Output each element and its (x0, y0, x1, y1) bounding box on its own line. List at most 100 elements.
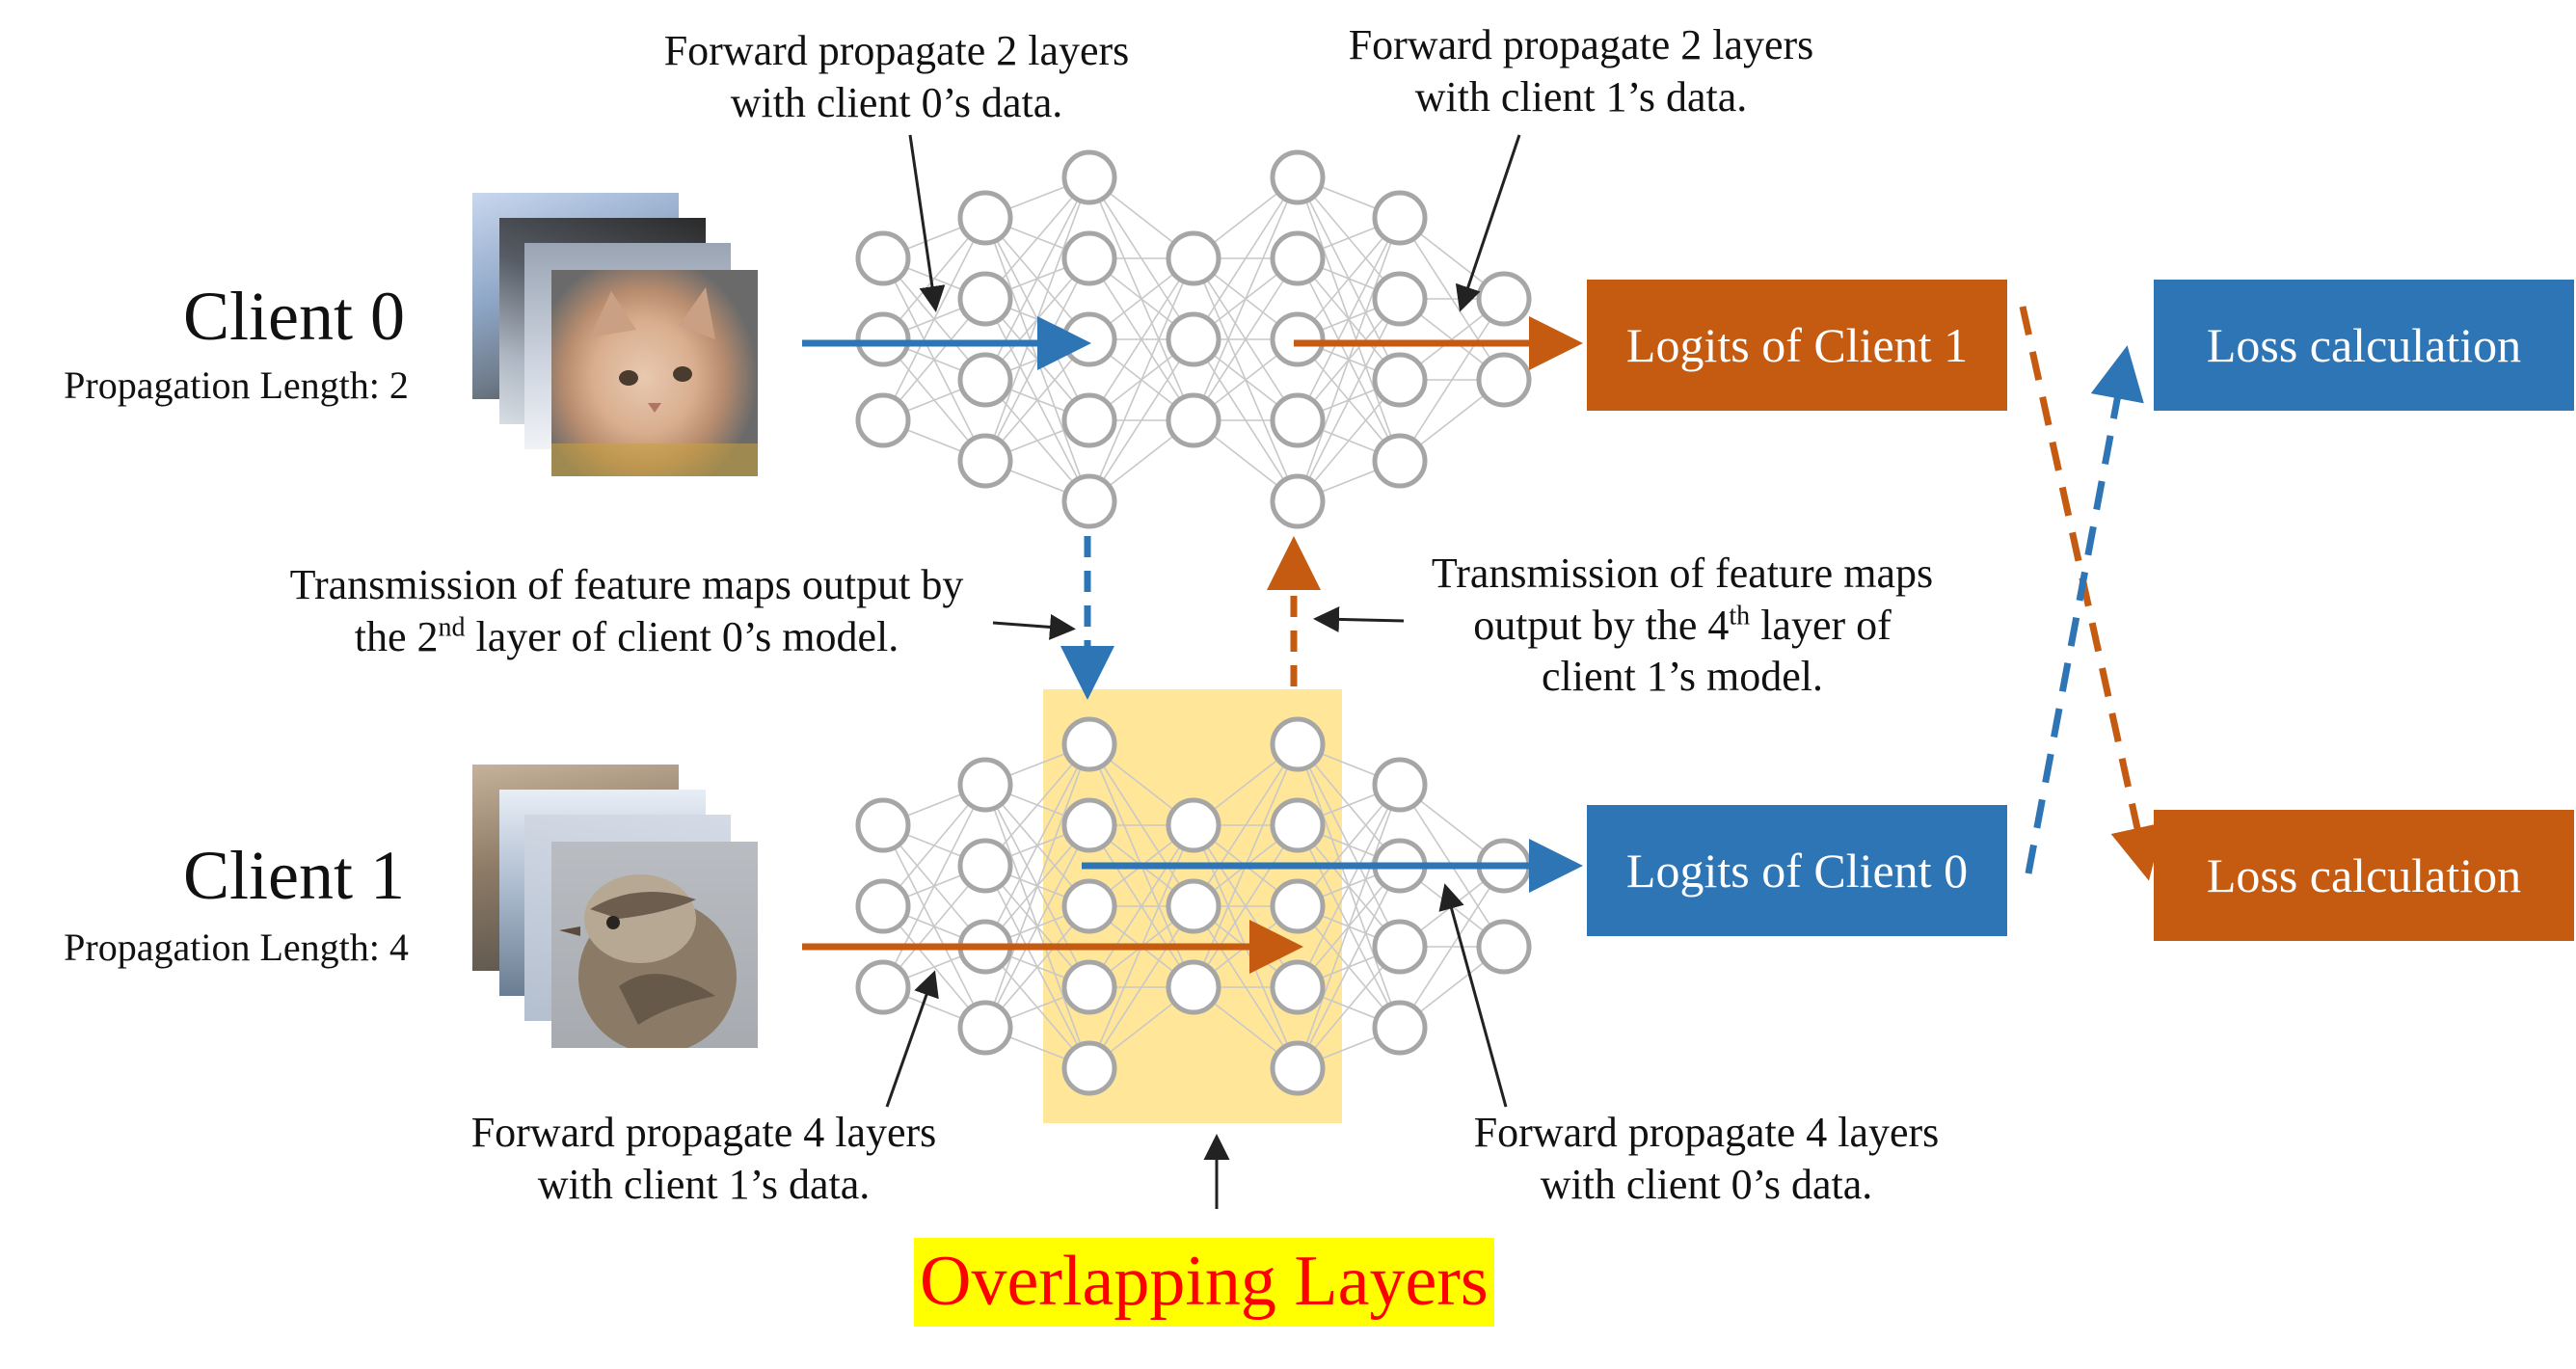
top-network-node-layer7-2 (1476, 352, 1532, 408)
annotation-bottom-right-line1: Forward propagate 4 layers (1473, 1109, 1940, 1156)
top-network-nodes (855, 149, 1532, 529)
annotation-transmission-right-line2: output by the 4th layer of (1350, 600, 2015, 652)
annotation-transmission-right-superscript: th (1729, 601, 1751, 631)
top-network-node-layer6-3 (1372, 352, 1428, 408)
bottom-network-node-layer5-4 (1270, 959, 1326, 1015)
pointer-transmission-left (992, 613, 1076, 640)
top-network-node-layer7-1 (1476, 271, 1532, 327)
bottom-network-connection (1193, 743, 1299, 907)
bottom-network-node-layer6-4 (1372, 1000, 1428, 1056)
top-network-node-layer6-2 (1372, 271, 1428, 327)
logits0-to-loss-top-arrow (2025, 345, 2144, 874)
bottom-network-node-layer4-2 (1166, 878, 1221, 934)
client1-propagation-length: Propagation Length: 4 (64, 926, 409, 969)
annotation-bottom-right-line2: with client 0’s data. (1540, 1160, 1873, 1208)
bottom-network-node-layer2-2 (957, 838, 1013, 894)
top-network-node-layer2-3 (957, 352, 1013, 408)
annotation-transmission-right-line3: client 1’s model. (1541, 653, 1824, 701)
bottom-network-connection (984, 743, 1090, 948)
pointer-bottom-left (885, 970, 939, 1108)
annotation-bottom-left: Forward propagate 4 layers with client 1… (405, 1107, 1003, 1210)
bottom-network-connection (1193, 824, 1299, 988)
bottom-network-connection (1088, 824, 1194, 988)
client0-propagation-length: Propagation Length: 2 (64, 363, 409, 407)
annotation-bottom-right: Forward propagate 4 layers with client 0… (1408, 1107, 2005, 1210)
top-network-connection (1088, 338, 1194, 502)
pointer-transmission-right (1313, 605, 1405, 632)
annotation-transmission-right-line1: Transmission of feature maps (1431, 550, 1934, 597)
bottom-network-connection (882, 784, 986, 988)
bottom-network-node-layer3-3 (1061, 878, 1117, 934)
bottom-network-node-layer4-3 (1166, 959, 1221, 1015)
bottom-network-node-layer6-3 (1372, 919, 1428, 975)
bird-photo-icon (551, 842, 758, 1048)
top-network-node-layer3-2 (1061, 230, 1117, 286)
logits-client1-box: Logits of Client 1 (1587, 280, 2007, 411)
annotation-transmission-left: Transmission of feature maps output by t… (222, 559, 1032, 662)
pointer-top-left (908, 134, 946, 312)
top-network-node-layer1-1 (855, 230, 911, 286)
bottom-network-connection (1297, 784, 1401, 1069)
top-network-node-layer3-3 (1061, 311, 1117, 367)
bottom-network-connection (1399, 865, 1505, 1029)
client1-image-stack (472, 765, 762, 1054)
top-network-node-layer2-4 (957, 433, 1013, 489)
top-network-connection (1088, 257, 1194, 421)
annotation-transmission-right: Transmission of feature maps output by t… (1350, 548, 2015, 703)
annotation-transmission-left-line2-a: the 2 (354, 612, 439, 660)
pointer-top-right (1455, 134, 1521, 312)
annotation-top-right-line2: with client 1’s data. (1414, 72, 1748, 121)
top-network-connection (882, 217, 986, 421)
top-network-connection (1088, 257, 1194, 502)
bottom-network-connection (1088, 905, 1194, 1069)
annotation-bottom-left-line1: Forward propagate 4 layers (470, 1109, 937, 1156)
logits-client0-box: Logits of Client 0 (1587, 805, 2007, 936)
top-network-connection (1399, 298, 1505, 462)
top-network-node-layer3-5 (1061, 473, 1117, 529)
top-network-node-layer6-1 (1372, 190, 1428, 246)
bottom-network-node-layer2-4 (957, 1000, 1013, 1056)
top-network-connection (1193, 176, 1299, 340)
bottom-network-node-layer3-4 (1061, 959, 1117, 1015)
annotation-top-right-line1: Forward propagate 2 layers (1348, 21, 1814, 68)
annotation-transmission-right-line2-a: output by the 4 (1473, 601, 1730, 649)
annotation-top-left-line2: with client 0’s data. (730, 78, 1063, 126)
top-network-node-layer4-2 (1166, 311, 1221, 367)
loss-calculation-bottom-box: Loss calculation (2154, 810, 2574, 941)
bottom-network-node-layer7-2 (1476, 919, 1532, 975)
top-network-node-layer3-4 (1061, 392, 1117, 448)
top-network-node-layer5-5 (1270, 473, 1326, 529)
cat-photo-icon (551, 270, 758, 476)
bottom-network-node-layer5-1 (1270, 716, 1326, 772)
annotation-transmission-left-line2-b: layer of client 0’s model. (465, 612, 899, 660)
loss-calculation-top-box: Loss calculation (2154, 280, 2574, 411)
top-network-node-layer5-3 (1270, 311, 1326, 367)
annotation-transmission-right-line2-b: layer of (1750, 601, 1892, 649)
top-network-connection (1297, 217, 1401, 502)
top-network-connection (1297, 217, 1401, 421)
top-network-node-layer5-1 (1270, 149, 1326, 205)
top-network-node-layer1-3 (855, 392, 911, 448)
bottom-network-connection (1297, 784, 1401, 988)
bottom-network-connection (984, 743, 1090, 1029)
bottom-network-node-layer5-5 (1270, 1040, 1326, 1096)
bottom-network-node-layer1-1 (855, 797, 911, 853)
annotation-transmission-left-line1: Transmission of feature maps output by (289, 561, 964, 608)
top-network-node-layer5-4 (1270, 392, 1326, 448)
bottom-network-node-layer1-2 (855, 878, 911, 934)
annotation-transmission-left-superscript: nd (438, 612, 466, 643)
top-network-connection (1193, 176, 1299, 421)
bottom-network-node-layer2-1 (957, 757, 1013, 813)
top-network-node-layer2-2 (957, 271, 1013, 327)
bottom-network-node-layer6-1 (1372, 757, 1428, 813)
bottom-network-node-layer4-1 (1166, 797, 1221, 853)
client1-name: Client 1 (183, 837, 405, 914)
top-network-node-layer4-3 (1166, 392, 1221, 448)
top-network-node-layer1-2 (855, 311, 911, 367)
bottom-network-node-layer5-3 (1270, 878, 1326, 934)
annotation-top-left-line1: Forward propagate 2 layers (663, 27, 1130, 74)
bottom-network-node-layer1-3 (855, 959, 911, 1015)
top-network-node-layer6-4 (1372, 433, 1428, 489)
bottom-network-connection (1297, 865, 1401, 1069)
annotation-top-right: Forward propagate 2 layers with client 1… (1282, 19, 1880, 122)
